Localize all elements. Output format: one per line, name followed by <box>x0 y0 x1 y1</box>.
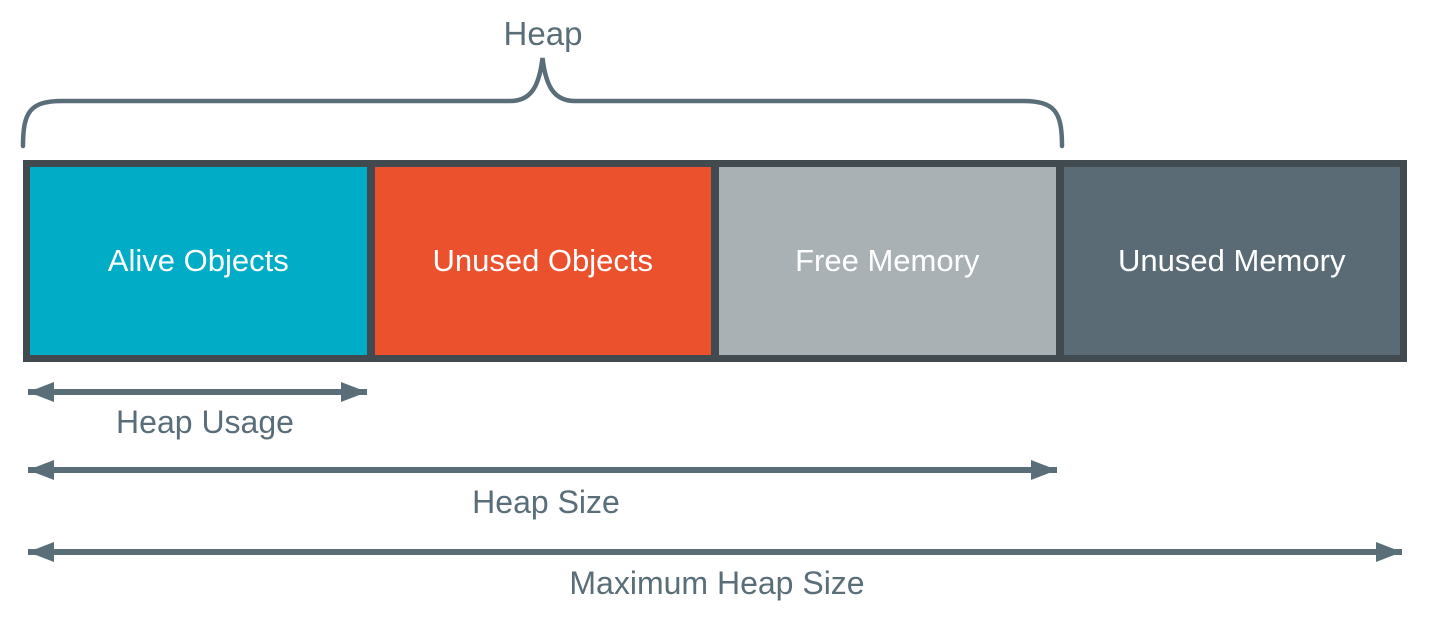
segment-unused-memory-label: Unused Memory <box>1118 243 1346 278</box>
heap-brace <box>20 57 1065 149</box>
heap-size-label: Heap Size <box>472 484 620 520</box>
segment-unused-objects: Unused Objects <box>374 167 711 355</box>
heap-usage-label: Heap Usage <box>116 404 294 440</box>
segment-unused-objects-label: Unused Objects <box>432 243 654 278</box>
memory-bar: Alive Objects Unused Objects Free Memory… <box>23 160 1407 362</box>
segment-free-memory-label: Free Memory <box>795 243 980 278</box>
maximum-heap-size-label: Maximum Heap Size <box>569 565 865 601</box>
heap-brace-label: Heap <box>503 15 583 52</box>
segment-alive-objects: Alive Objects <box>30 167 367 355</box>
segment-free-memory: Free Memory <box>719 167 1056 355</box>
segment-unused-memory: Unused Memory <box>1063 167 1400 355</box>
segment-alive-objects-label: Alive Objects <box>107 243 289 278</box>
